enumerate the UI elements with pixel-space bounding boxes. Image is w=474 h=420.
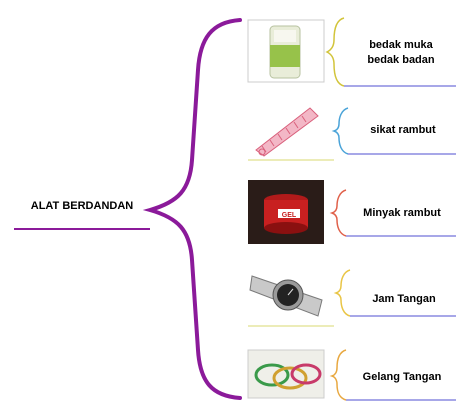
- item-2-small-brace: [331, 107, 349, 155]
- item-1-image: [247, 19, 325, 83]
- root-label: ALAT BERDANDAN: [30, 200, 134, 212]
- comb-icon: [255, 107, 319, 157]
- main-curly-brace: [142, 18, 242, 400]
- item-3-image: GEL: [248, 180, 324, 244]
- svg-text:GEL: GEL: [282, 212, 297, 219]
- wristwatch-icon: [249, 275, 323, 317]
- item-5-small-brace: [329, 349, 347, 401]
- item-1-small-brace: [325, 17, 345, 87]
- item-1-label: bedak muka bedak badan: [346, 38, 456, 68]
- hair-gel-jar-icon: GEL: [264, 194, 308, 234]
- item-5-image: [247, 349, 325, 399]
- item-3-small-brace: [329, 189, 347, 237]
- item-3-label: Minyak rambut: [348, 206, 456, 221]
- item-2-label: sikat rambut: [350, 123, 456, 138]
- item-5-label-text: Gelang Tangan: [362, 371, 442, 383]
- item-1-label-text: bedak muka bedak badan: [367, 39, 435, 66]
- item-4-label: Jam Tangan: [352, 292, 456, 307]
- item-4-small-brace: [333, 269, 351, 317]
- item-4-image: [248, 264, 324, 322]
- item-2-image: [248, 100, 324, 158]
- item-5-label: Gelang Tangan: [348, 370, 456, 385]
- item-3-label-text: Minyak rambut: [363, 207, 441, 219]
- bangles-icon: [254, 363, 322, 390]
- item-4-label-text: Jam Tangan: [372, 293, 436, 305]
- item-2-label-text: sikat rambut: [370, 124, 436, 136]
